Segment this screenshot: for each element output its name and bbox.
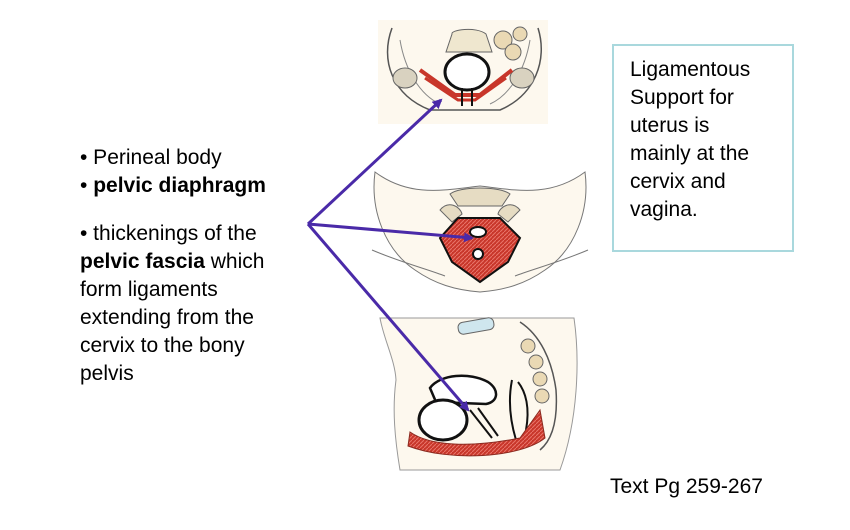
ligamentous-support-callout: Ligamentous Support for uterus is mainly… (612, 44, 794, 252)
callout-line-4: mainly at the (630, 142, 750, 165)
bullet-pelvic-diaphragm: • pelvic diaphragm (80, 172, 330, 200)
arrow-to-pelvic-floor (307, 222, 474, 243)
callout-line-6: vagina. (630, 198, 698, 221)
bullet-marker: • (80, 174, 94, 197)
thickenings-line-6: pelvis (80, 362, 134, 385)
bullet-spacer (80, 200, 330, 220)
pelvic-floor-illustration (371, 171, 589, 293)
callout-line-3: uterus is (630, 114, 710, 137)
pelvic-diaphragm-term: pelvic diaphragm (93, 174, 266, 197)
text-page-reference: Text Pg 259-267 (610, 475, 763, 498)
bullet-thickenings: • thickenings of the pelvic fascia which… (80, 220, 330, 388)
pointer-arrows (306, 98, 474, 412)
pelvic-fascia-term: pelvic fascia (80, 250, 205, 273)
arrow-to-coronal-view (306, 98, 443, 226)
callout-line-1: Ligamentous (630, 58, 751, 81)
bullet-list: • Perineal body • pelvic diaphragm • thi… (80, 144, 330, 388)
thickenings-line-3: form ligaments (80, 278, 218, 301)
thickenings-line-2: pelvic fascia which (80, 248, 330, 276)
callout-line-2: Support for (630, 86, 734, 109)
callout-line-5: cervix and (630, 170, 726, 193)
arrow-to-sagittal-view (306, 223, 470, 412)
thickenings-which: which (204, 250, 265, 273)
thickenings-line-1: • thickenings of the (80, 222, 257, 245)
sagittal-pelvis-illustration (379, 317, 578, 471)
thickenings-line-4: extending from the (80, 306, 254, 329)
thickenings-line-5: cervix to the bony (80, 334, 245, 357)
coronal-pelvis-illustration (378, 20, 548, 124)
bullet-perineal-body: • Perineal body (80, 146, 222, 169)
